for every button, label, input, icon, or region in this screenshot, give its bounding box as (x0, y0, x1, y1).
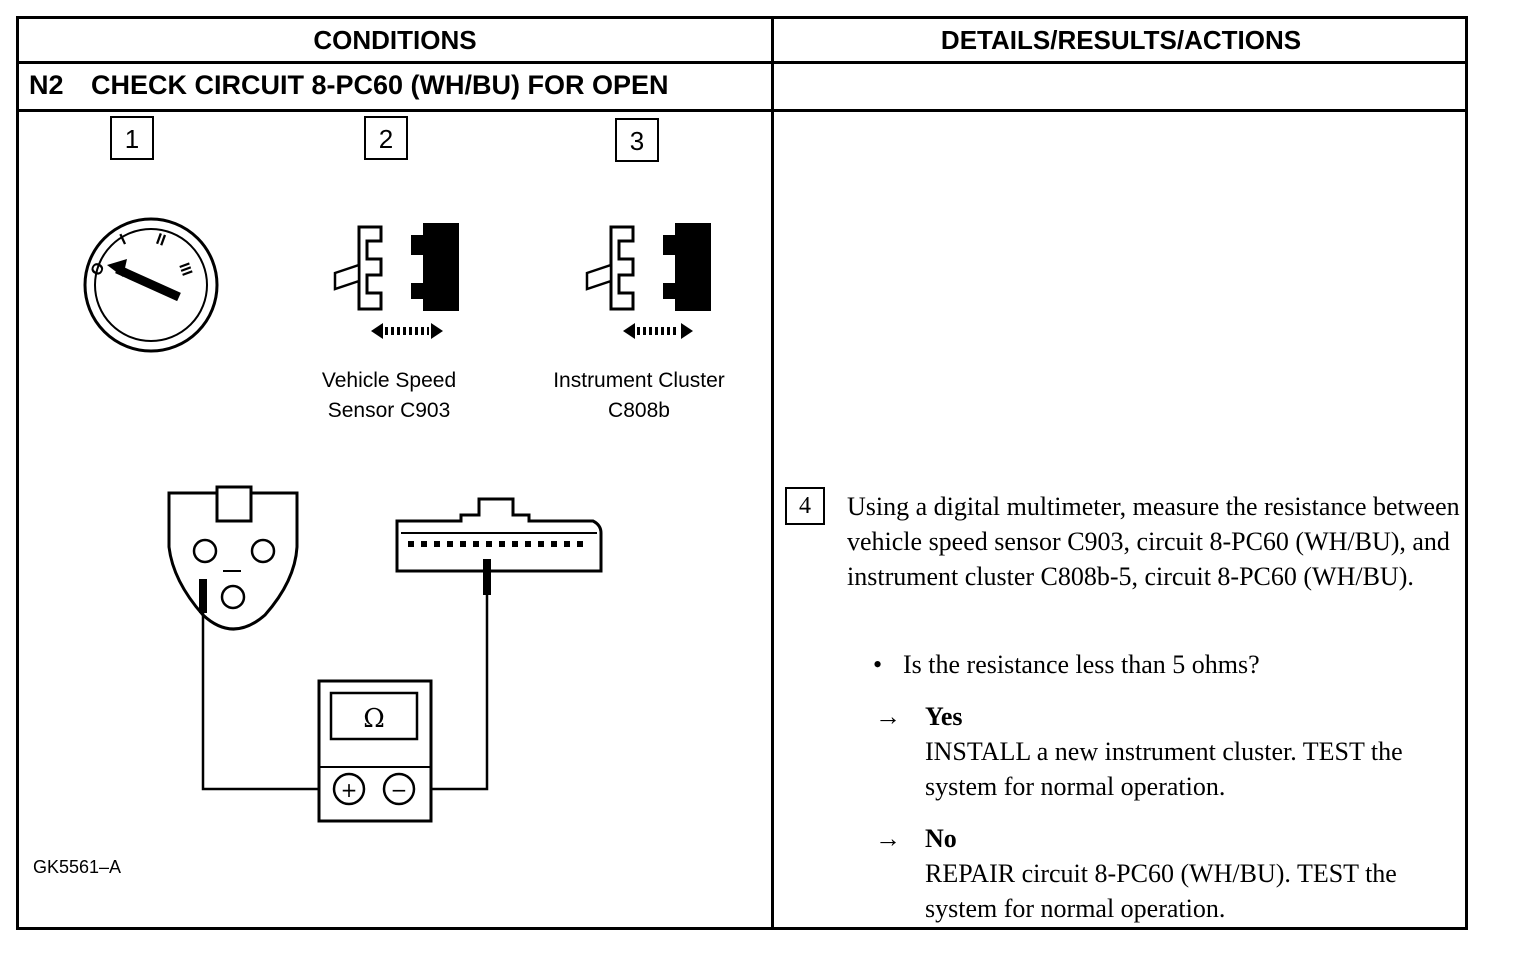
svg-text:−: − (391, 778, 408, 802)
answer-yes: → Yes INSTALL a new instrument cluster. T… (875, 699, 1475, 804)
connector-disconnect-icon (585, 223, 711, 339)
answer-no: → No REPAIR circuit 8-PC60 (WH/BU). TEST … (875, 821, 1475, 926)
step-box-3: 3 (615, 118, 659, 162)
bullet-icon: • (873, 650, 883, 679)
svg-text:I: I (118, 231, 129, 248)
header-divider (19, 61, 1465, 64)
step-title-row: N2 CHECK CIRCUIT 8-PC60 (WH/BU) FOR OPEN (29, 65, 669, 105)
details-header: DETAILS/RESULTS/ACTIONS (940, 25, 1302, 55)
connector-a-label-line2: Sensor C903 (328, 399, 451, 422)
action-number: 4 (785, 487, 825, 525)
question-text: Is the resistance less than 5 ohms? (903, 650, 1260, 679)
connector-disconnect-icon (333, 223, 459, 339)
step-title: CHECK CIRCUIT 8-PC60 (WH/BU) FOR OPEN (91, 70, 669, 100)
column-divider (771, 19, 774, 927)
probe-a (199, 579, 207, 613)
svg-text:+: + (341, 778, 358, 802)
conditions-figure: 1 2 3 O I II III Ve (83, 116, 725, 823)
action-instruction: Using a digital multimeter, measure the … (847, 492, 1460, 591)
svg-text:III: III (175, 261, 195, 279)
svg-text:3: 3 (630, 126, 644, 156)
svg-text:1: 1 (125, 124, 139, 154)
lead-positive (201, 613, 331, 791)
connector-b-label-line1: Instrument Cluster (553, 369, 725, 392)
yes-label: Yes (925, 702, 963, 731)
connector-b-label-line2: C808b (608, 399, 670, 422)
connector-a-label-line1: Vehicle Speed (322, 369, 456, 392)
figure-id: GK5561–A (33, 857, 122, 877)
sensor-connector-face (167, 485, 299, 631)
multimeter-icon: Ω + − (317, 679, 433, 823)
lead-negative (419, 595, 489, 791)
no-text: REPAIR circuit 8-PC60 (WH/BU). TEST the … (925, 859, 1397, 923)
svg-text:2: 2 (379, 124, 393, 154)
no-label: No (925, 824, 957, 853)
conditions-header: CONDITIONS (313, 25, 477, 55)
yes-text: INSTALL a new instrument cluster. TEST t… (925, 737, 1403, 801)
action-question: • Is the resistance less than 5 ohms? (873, 647, 1260, 682)
step-box-2: 2 (364, 116, 408, 160)
step-id: N2 (29, 70, 64, 100)
diagnostic-table: CONDITIONS DETAILS/RESULTS/ACTIONS N2 CHE… (16, 16, 1468, 930)
title-divider (19, 109, 1465, 112)
arrow-right-icon: → (875, 702, 901, 731)
probe-b (483, 559, 491, 595)
step-box-1: 1 (110, 116, 154, 160)
arrow-right-icon: → (875, 824, 901, 853)
ignition-switch-icon: O I II III (83, 217, 219, 353)
svg-text:Ω: Ω (363, 704, 385, 734)
cluster-connector-face (395, 497, 603, 573)
